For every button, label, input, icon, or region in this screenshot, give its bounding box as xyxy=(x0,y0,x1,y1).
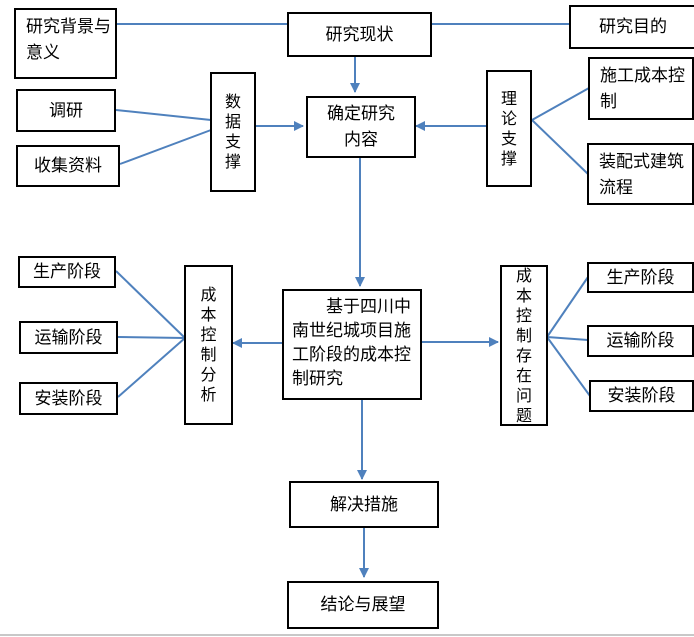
main-topic-text: 基于四川中南世纪城项目施工阶段的成本控制研究 xyxy=(292,297,411,389)
survey-box: 调研 xyxy=(16,89,116,132)
conclusion-box: 结论与展望 xyxy=(287,581,439,629)
left-production-stage-text: 生产阶段 xyxy=(33,262,101,282)
right-install-stage-text: 安装阶段 xyxy=(607,386,676,406)
cost-control-analysis-text: 成本控制分析 xyxy=(200,285,217,404)
left-transport-stage-box: 运输阶段 xyxy=(19,321,118,354)
research-purpose-box: 研究目的 xyxy=(569,5,694,49)
survey-text: 调研 xyxy=(49,100,83,121)
line-linstall-analysis xyxy=(117,337,186,398)
prefab-process-box: 装配式建筑流程 xyxy=(587,143,694,205)
solutions-box: 解决措施 xyxy=(289,481,439,528)
line-ltrans-analysis xyxy=(117,336,186,339)
data-support-text: 数据支撑 xyxy=(225,92,242,171)
construction-cost-control-text: 施工成本控制 xyxy=(600,66,685,112)
research-status-box: 研究现状 xyxy=(287,12,432,57)
research-background-box: 研究背景与意义 xyxy=(14,8,117,79)
left-install-stage-text: 安装阶段 xyxy=(34,388,103,409)
main-topic-box: 基于四川中南世纪城项目施工阶段的成本控制研究 xyxy=(282,289,422,400)
collect-data-text: 收集资料 xyxy=(34,156,102,176)
determine-content-box: 确定研究内容 xyxy=(306,96,416,158)
line-problems-rprod xyxy=(546,276,589,338)
right-production-stage-text: 生产阶段 xyxy=(606,267,675,288)
cost-control-analysis-box: 成本控制分析 xyxy=(184,265,233,425)
conclusion-text: 结论与展望 xyxy=(320,595,406,615)
line-collect-support xyxy=(119,129,212,165)
collect-data-box: 收集资料 xyxy=(16,145,120,187)
line-theory-costcontrol xyxy=(531,87,590,121)
cost-control-problems-box: 成本控制存在问题 xyxy=(500,265,548,426)
line-theory-prefab xyxy=(531,119,590,176)
cost-control-problems-text: 成本控制存在问题 xyxy=(516,265,533,425)
theory-support-text: 理论支撑 xyxy=(501,88,518,168)
research-purpose-text: 研究目的 xyxy=(599,17,667,37)
line-problems-rtrans xyxy=(546,336,589,341)
line-lprod-analysis xyxy=(115,270,186,339)
solutions-text: 解决措施 xyxy=(330,494,398,515)
prefab-process-text: 装配式建筑流程 xyxy=(599,152,684,198)
left-install-stage-box: 安装阶段 xyxy=(19,382,118,415)
research-background-text: 研究背景与意义 xyxy=(26,17,111,63)
right-install-stage-box: 安装阶段 xyxy=(589,380,694,412)
line-survey-support xyxy=(115,109,212,121)
construction-cost-control-box: 施工成本控制 xyxy=(588,57,694,120)
data-support-box: 数据支撑 xyxy=(210,72,256,192)
right-transport-stage-text: 运输阶段 xyxy=(606,331,675,351)
research-status-text: 研究现状 xyxy=(325,24,394,45)
left-production-stage-box: 生产阶段 xyxy=(18,256,116,288)
determine-content-text: 确定研究内容 xyxy=(327,104,395,150)
right-transport-stage-box: 运输阶段 xyxy=(587,325,694,357)
right-production-stage-box: 生产阶段 xyxy=(587,262,694,293)
line-problems-rinstall xyxy=(546,336,591,397)
theory-support-box: 理论支撑 xyxy=(486,70,532,187)
left-transport-stage-text: 运输阶段 xyxy=(34,327,103,348)
